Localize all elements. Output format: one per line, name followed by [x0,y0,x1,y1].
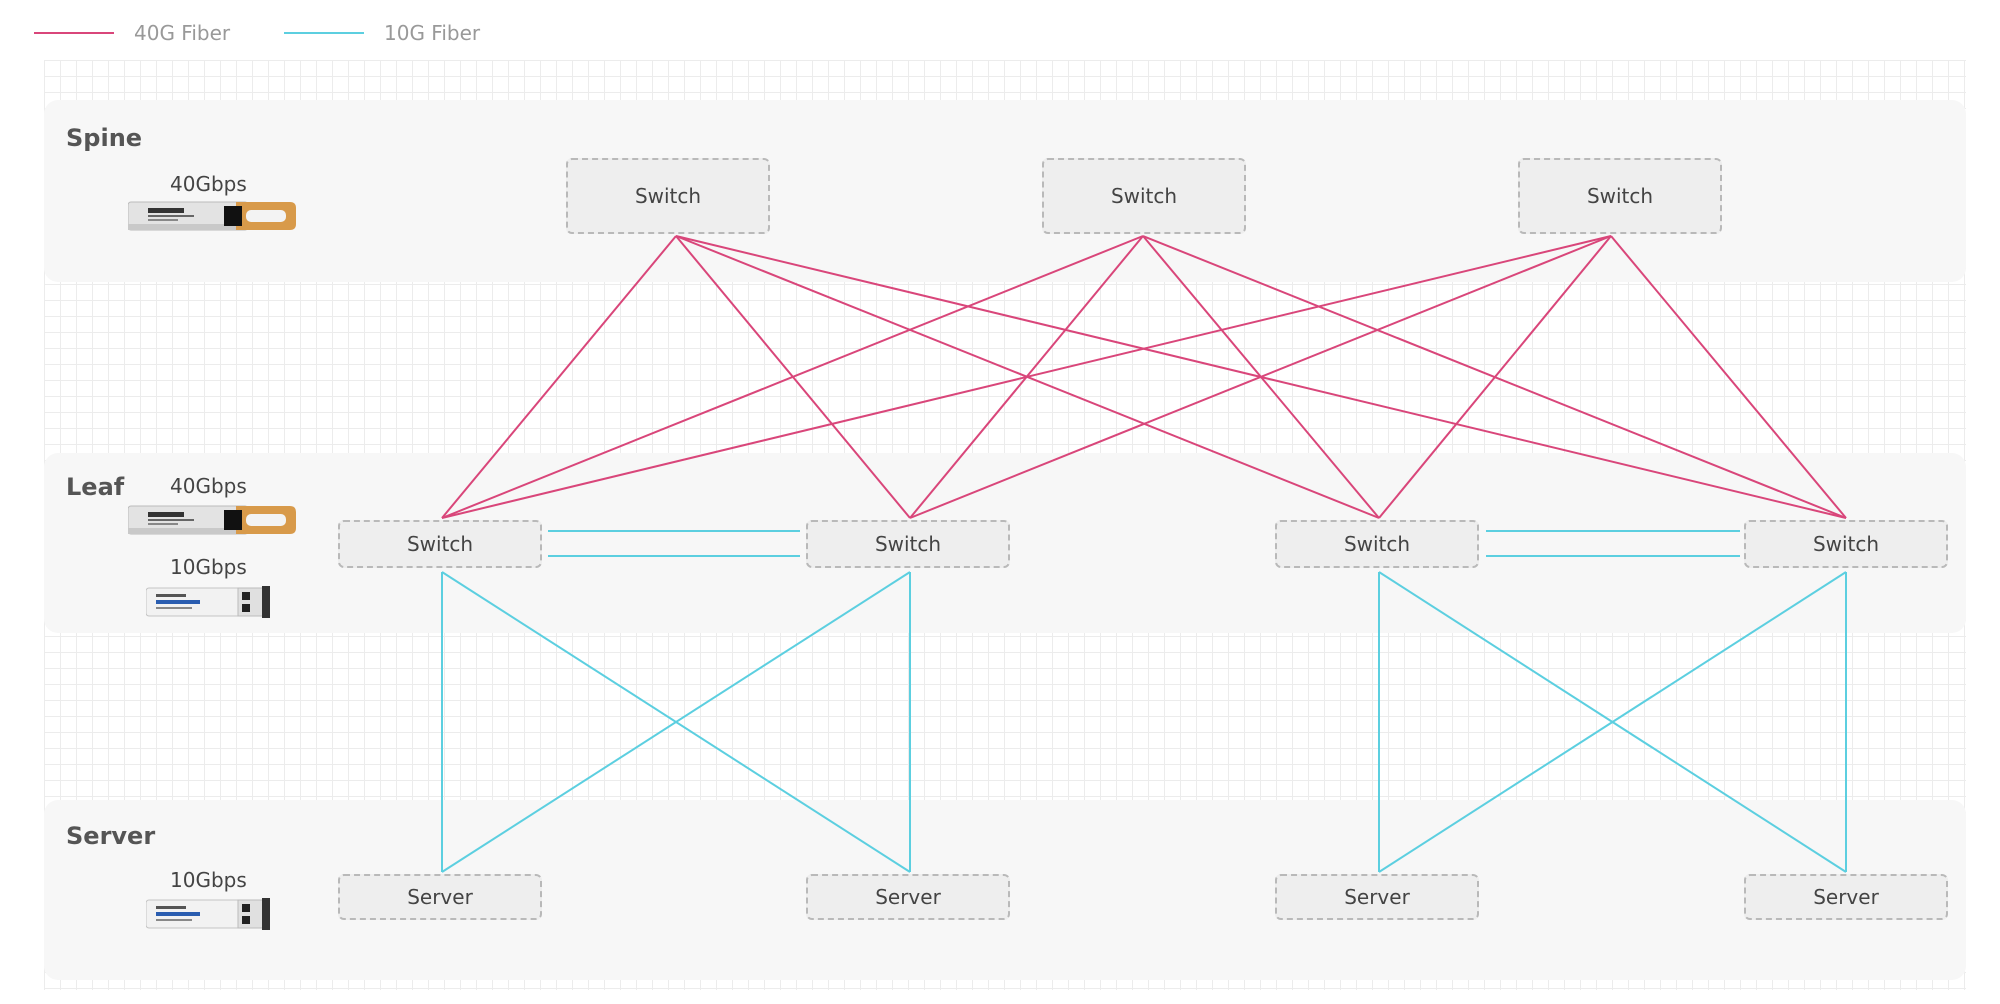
server-layer-title: Server [66,822,156,850]
sfp-10g-module-icon [146,586,270,618]
leaf-switch-1-label: Switch [406,532,474,556]
legend-swatch-40g [34,32,114,34]
leaf-speed-10-label: 10Gbps [170,555,247,579]
server-node-2-label: Server [875,885,941,909]
legend-item-40g: 40G Fiber [34,20,230,46]
spine-switch-3[interactable]: Switch [1518,158,1722,234]
server-node-1[interactable]: Server [338,874,542,920]
legend-label-10g: 10G Fiber [384,21,481,45]
fiber-40g-link [909,235,1612,519]
fiber-40g-link [441,235,1144,519]
fiber-10g-link [441,571,911,873]
spine-switch-1[interactable]: Switch [566,158,770,234]
server-node-3[interactable]: Server [1275,874,1479,920]
leaf-switch-3[interactable]: Switch [1275,520,1479,568]
server-node-3-label: Server [1344,885,1410,909]
leaf-switch-1[interactable]: Switch [338,520,542,568]
spine-layer-title: Spine [66,124,143,152]
leaf-switch-3-label: Switch [1343,532,1411,556]
server-node-4-label: Server [1813,885,1879,909]
fiber-40g-link [441,235,1612,519]
spine-speed-label: 40Gbps [170,172,247,196]
leaf-switch-2-label: Switch [874,532,942,556]
server-speed-label: 10Gbps [170,868,247,892]
spine-switch-3-label: Switch [1586,184,1654,208]
fiber-40g-link [1610,235,1847,519]
spine-switch-2[interactable]: Switch [1042,158,1246,234]
leaf-switch-4-label: Switch [1812,532,1880,556]
spine-switch-2-label: Switch [1110,184,1178,208]
fiber-40g-link [1378,235,1612,519]
legend-swatch-10g [284,32,364,34]
leaf-layer-title: Leaf [66,473,125,501]
fiber-10g-link [1378,571,1847,873]
spine-switch-1-label: Switch [634,184,702,208]
qsfp-40g-module-icon [128,201,296,231]
legend-label-40g: 40G Fiber [134,21,231,45]
leaf-speed-40-label: 40Gbps [170,474,247,498]
legend-item-10g: 10G Fiber [284,20,480,46]
server-node-4[interactable]: Server [1744,874,1948,920]
server-node-1-label: Server [407,885,473,909]
server-node-2[interactable]: Server [806,874,1010,920]
qsfp-40g-module-icon [128,505,296,535]
fiber-40g-link [441,235,677,519]
leaf-switch-4[interactable]: Switch [1744,520,1948,568]
leaf-switch-2[interactable]: Switch [806,520,1010,568]
sfp-10g-module-icon [146,898,270,930]
